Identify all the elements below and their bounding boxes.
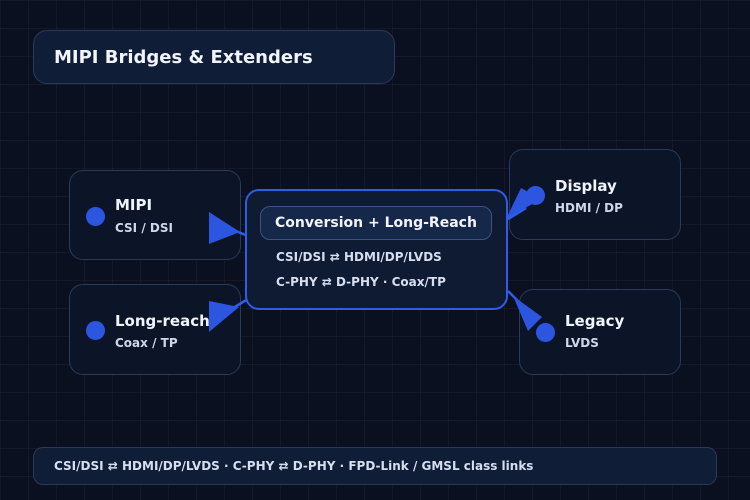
longreach-dot-icon [86, 321, 105, 340]
center-title: Conversion + Long-Reach [275, 215, 477, 231]
link-center-display [507, 206, 527, 221]
node-longreach-label: Long-reach [115, 312, 210, 330]
diagram-title: MIPI Bridges & Extenders [54, 47, 313, 68]
node-legacy-label: Legacy [565, 312, 625, 330]
node-display-sub: HDMI / DP [555, 201, 623, 215]
arrow-legacy-icon [513, 296, 542, 331]
node-legacy-sub: LVDS [565, 336, 599, 350]
center-line-2: C-PHY ⇄ D-PHY · Coax/TP [276, 275, 446, 289]
center-title-pill: Conversion + Long-Reach [260, 206, 492, 240]
footer-text: CSI/DSI ⇄ HDMI/DP/LVDS · C-PHY ⇄ D-PHY ·… [54, 459, 534, 473]
arrow-mipi-icon [209, 212, 240, 244]
node-longreach-sub: Coax / TP [115, 336, 178, 350]
center-hub: Conversion + Long-Reach CSI/DSI ⇄ HDMI/D… [245, 189, 508, 310]
node-display: Display HDMI / DP [509, 149, 681, 240]
node-legacy: Legacy LVDS [519, 289, 681, 375]
center-line-1: CSI/DSI ⇄ HDMI/DP/LVDS [276, 250, 442, 264]
mipi-dot-icon [86, 207, 105, 226]
footer-bar: CSI/DSI ⇄ HDMI/DP/LVDS · C-PHY ⇄ D-PHY ·… [33, 447, 717, 485]
arrow-longreach-icon [209, 301, 239, 332]
node-mipi-label: MIPI [115, 196, 153, 214]
node-display-label: Display [555, 177, 617, 195]
legacy-dot-icon [536, 323, 555, 342]
arrow-display-icon [506, 188, 541, 219]
node-mipi-sub: CSI / DSI [115, 221, 173, 235]
title-card: MIPI Bridges & Extenders [33, 30, 395, 84]
node-longreach: Long-reach Coax / TP [69, 284, 241, 375]
